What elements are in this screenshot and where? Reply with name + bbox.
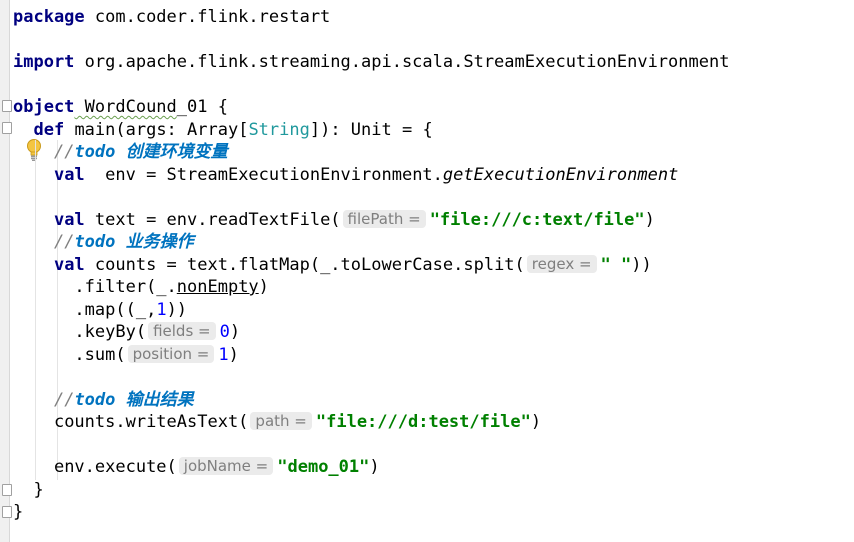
parameter-hint: filePath = (342, 209, 426, 228)
close-paren: ) (644, 209, 655, 230)
editor-gutter[interactable] (0, 0, 10, 542)
code-line[interactable]: } (13, 479, 854, 502)
indent-guide (35, 140, 36, 480)
todo-marker: todo (74, 232, 116, 252)
sum-call: .sum( (74, 344, 126, 365)
parameter-hint: path = (250, 412, 312, 430)
close-paren: )) (631, 254, 652, 275)
code-line[interactable]: } (13, 501, 854, 524)
todo-comment-text: 输出结果 (115, 389, 194, 410)
fold-marker-icon[interactable] (2, 484, 12, 496)
comment-slashes: // (53, 389, 75, 410)
string-literal: "file:///d:test/file" (315, 412, 531, 432)
keyword-import: import (13, 52, 75, 72)
lightbulb-icon[interactable] (25, 138, 43, 162)
code-line[interactable]: .sum(position =1) (13, 344, 854, 367)
close-paren: ) (229, 322, 241, 342)
close-paren: ) (369, 457, 380, 477)
code-line[interactable]: object WordCound_01 { (13, 96, 854, 119)
code-line[interactable]: .filter(_.nonEmpty) (13, 276, 854, 299)
indent-guide (57, 140, 58, 480)
fold-marker-icon[interactable] (2, 122, 12, 134)
string-literal: "file:///c:text/file" (429, 209, 645, 230)
todo-comment-text: 业务操作 (115, 232, 194, 252)
import-path: org.apache.flink.streaming.api.scala.Str… (74, 52, 730, 72)
parameter-hint: position = (127, 344, 215, 363)
fold-marker-icon[interactable] (2, 506, 12, 518)
filter-call: .filter(_. (74, 277, 177, 297)
code-line[interactable]: def main(args: Array[String]): Unit = { (13, 119, 854, 142)
parameter-hint: jobName = (178, 457, 274, 475)
number-literal: 0 (219, 322, 230, 342)
code-line[interactable]: counts.writeAsText(path ="file:///d:test… (13, 411, 854, 434)
keyword-val: val (53, 164, 85, 185)
keyword-val: val (53, 254, 85, 275)
map-call: .map((_, (74, 299, 157, 320)
code-line[interactable]: //todo 创建环境变量 (13, 141, 854, 164)
code-line[interactable]: val text = env.readTextFile(filePath ="f… (13, 209, 854, 232)
code-line[interactable]: env.execute(jobName ="demo_01") (13, 456, 854, 479)
text-declaration: text = env.readTextFile( (84, 209, 341, 230)
env-method: getExecutionEnvironment (442, 164, 679, 185)
object-name: WordCound (74, 97, 177, 117)
code-line-empty[interactable] (13, 29, 854, 52)
object-name-suffix: _01 { (176, 97, 228, 117)
fold-marker-icon[interactable] (2, 100, 12, 112)
string-literal: "demo_01" (277, 457, 370, 477)
keyword-val: val (53, 209, 85, 230)
todo-comment-text: 创建环境变量 (115, 142, 228, 162)
code-line[interactable]: //todo 业务操作 (13, 231, 854, 254)
code-line-empty[interactable] (13, 434, 854, 457)
code-line[interactable]: import org.apache.flink.streaming.api.sc… (13, 51, 854, 74)
code-line[interactable]: val env = StreamExecutionEnvironment.get… (13, 164, 854, 187)
code-line-empty[interactable] (13, 74, 854, 97)
code-line-empty[interactable] (13, 186, 854, 209)
counts-declaration: counts = text.flatMap(_.toLowerCase.spli… (84, 254, 525, 275)
code-line[interactable]: .map((_,1)) (13, 299, 854, 322)
code-editor[interactable]: package com.coder.flink.restart import o… (13, 6, 854, 542)
main-signature-end: ]): Unit = { (309, 119, 433, 140)
close-paren: ) (228, 344, 239, 365)
code-line[interactable]: //todo 输出结果 (13, 389, 854, 412)
keyword-object: object (13, 97, 75, 117)
type-string: String (248, 119, 310, 140)
code-line[interactable]: val counts = text.flatMap(_.toLowerCase.… (13, 254, 854, 277)
number-literal: 1 (156, 299, 167, 320)
write-call: counts.writeAsText( (53, 412, 249, 432)
code-line-empty[interactable] (13, 366, 854, 389)
todo-marker: todo (74, 389, 116, 410)
code-line[interactable]: .keyBy(fields =0) (13, 321, 854, 344)
execute-call: env.execute( (53, 457, 177, 477)
package-name: com.coder.flink.restart (84, 7, 331, 27)
close-paren: ) (530, 412, 542, 432)
close-brace: } (13, 502, 24, 522)
close-paren: ) (258, 277, 269, 297)
parameter-hint: regex = (526, 254, 597, 273)
todo-marker: todo (74, 142, 116, 162)
code-line[interactable]: package com.coder.flink.restart (13, 6, 854, 29)
keyword-package: package (13, 7, 85, 27)
close-paren: )) (166, 299, 188, 320)
close-brace: } (33, 479, 44, 500)
main-signature: main(args: Array[ (64, 119, 249, 140)
method-nonempty: nonEmpty (176, 277, 259, 297)
number-literal: 1 (218, 344, 229, 365)
keyby-call: .keyBy( (74, 322, 147, 342)
keyword-def: def (33, 119, 65, 140)
comment-slashes: // (53, 232, 75, 252)
env-declaration: env = StreamExecutionEnvironment. (84, 164, 443, 185)
parameter-hint: fields = (148, 322, 216, 340)
string-literal: " " (600, 254, 632, 275)
comment-slashes: // (53, 142, 75, 162)
